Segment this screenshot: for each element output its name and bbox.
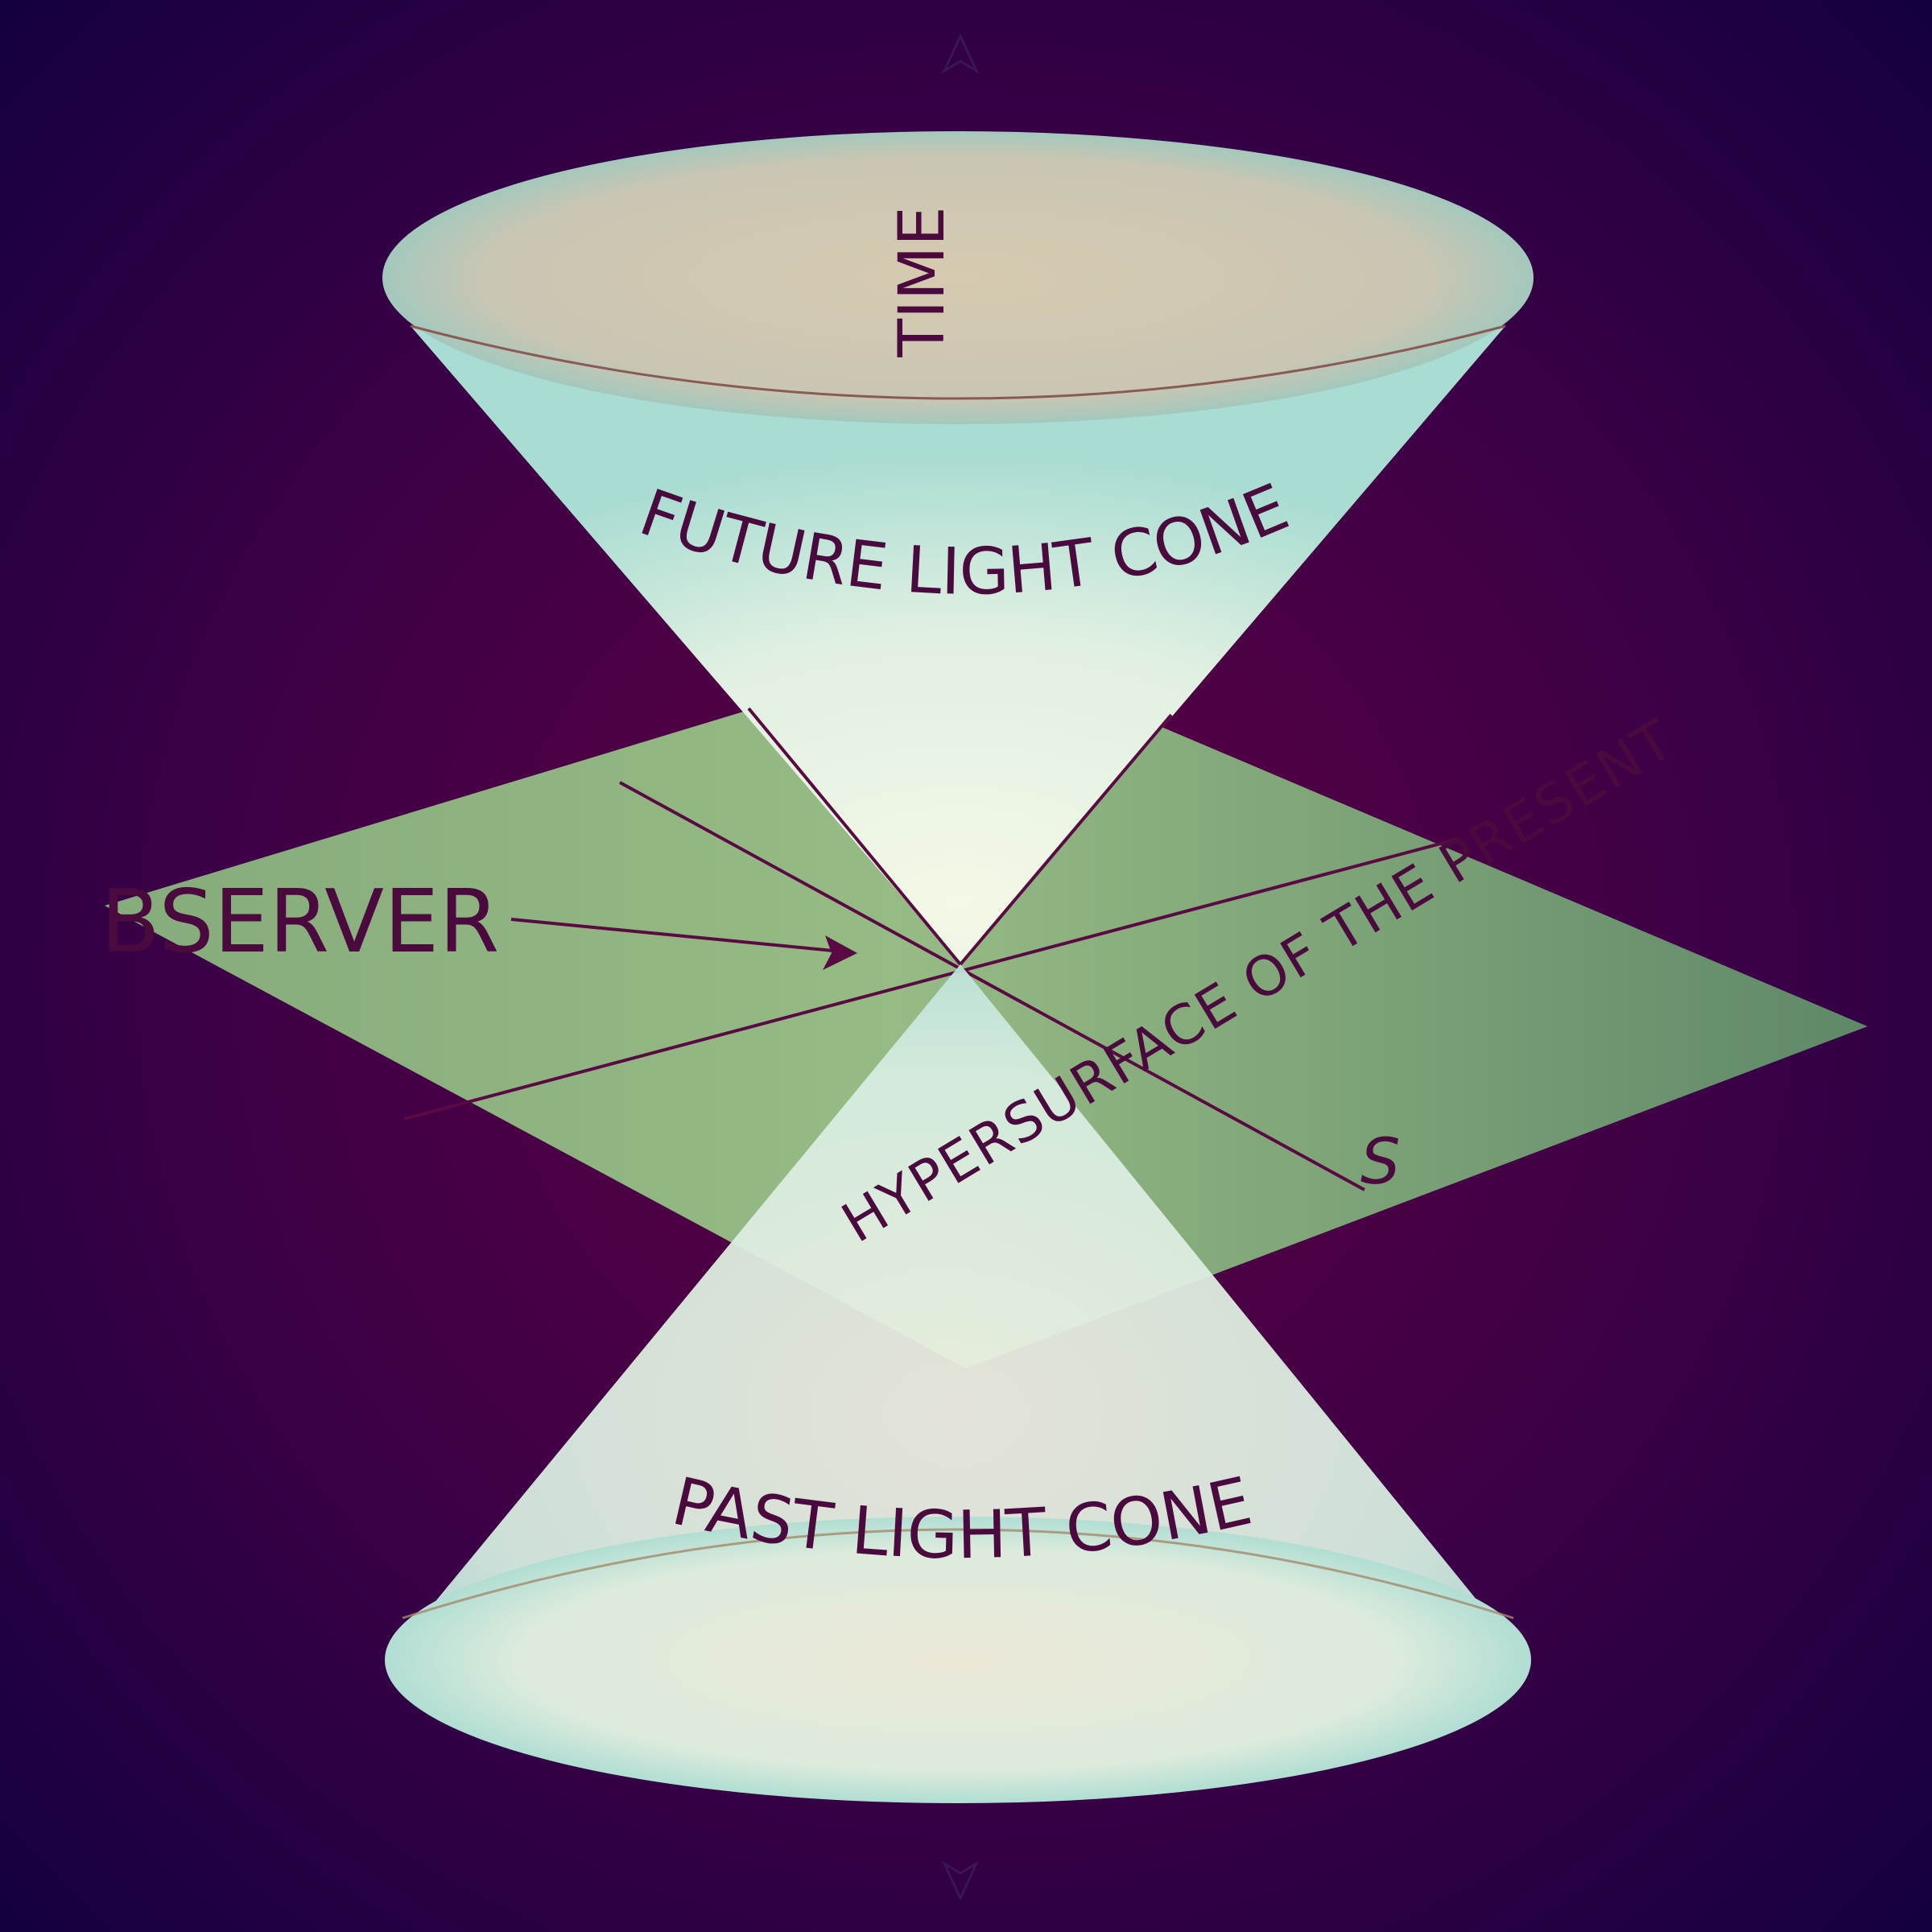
past-cone-base [385, 1517, 1531, 1803]
plane-line-diagonal-b [403, 837, 1459, 1121]
observer-label: BSERVER [101, 872, 499, 972]
observer-arrow-head-icon [823, 935, 857, 970]
future-cone-top [382, 131, 1534, 424]
observer-arrow [510, 918, 842, 953]
future-light-cone [411, 326, 1505, 964]
future-cone-edge-left [747, 707, 962, 966]
time-axis-up-arrow-icon [941, 33, 980, 74]
future-cone-rim [410, 324, 1506, 400]
plane-line-diagonal-a [619, 781, 1365, 1191]
future-cone-edge-right [959, 713, 1173, 966]
time-axis-down-arrow-icon [941, 1860, 980, 1901]
past-cone-rim [402, 1528, 1514, 1620]
time-label: TIME [886, 206, 959, 357]
hypersurface-symbol: S [1360, 1126, 1401, 1199]
